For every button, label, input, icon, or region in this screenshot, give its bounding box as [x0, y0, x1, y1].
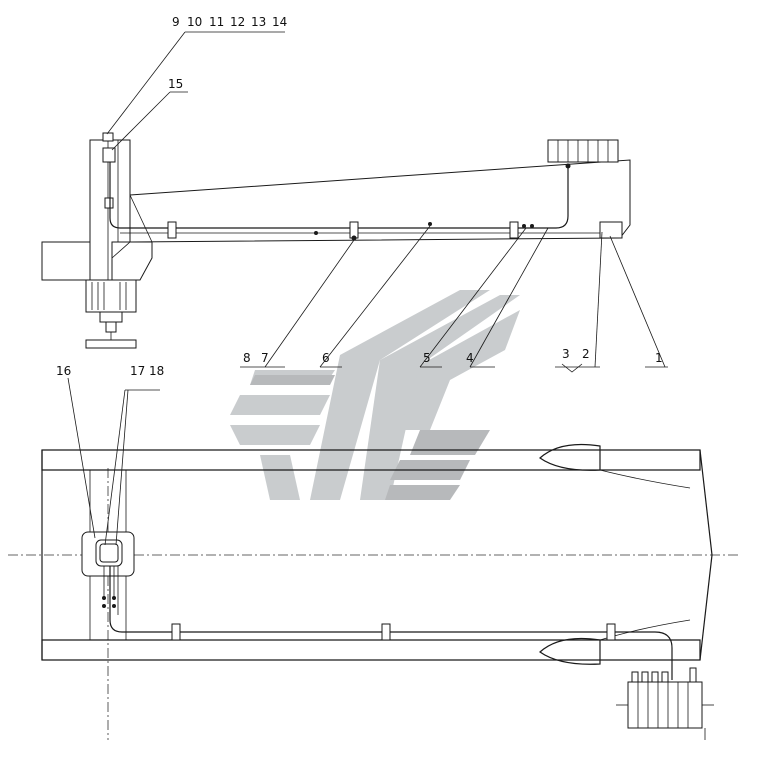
boom-tip	[599, 221, 623, 239]
clamp	[171, 623, 181, 641]
clamp	[381, 623, 391, 641]
elevation-view	[41, 132, 631, 349]
column-fitting	[104, 197, 114, 209]
callout-17: 17	[130, 364, 145, 378]
callout-14: 14	[272, 15, 287, 29]
callout-12: 12	[230, 15, 245, 29]
boom-body	[129, 159, 631, 243]
callout-5: 5	[423, 351, 431, 365]
watermark-logo	[230, 290, 520, 500]
boom-root	[111, 241, 153, 281]
clamp	[606, 623, 616, 641]
callout-4: 4	[466, 351, 474, 365]
callout-16: 16	[56, 364, 71, 378]
callout-10: 10	[187, 15, 202, 29]
callouts-lower: 16 17 18	[56, 364, 164, 546]
callout-6: 6	[322, 351, 330, 365]
clamp	[509, 221, 519, 239]
boom-pipe	[109, 162, 569, 229]
column-valve	[102, 147, 116, 163]
column-cap	[102, 132, 114, 142]
callout-13: 13	[251, 15, 266, 29]
plan-view	[8, 443, 740, 740]
frame-bottom-rail	[41, 639, 701, 661]
clamp	[167, 221, 177, 239]
callout-3: 3	[562, 347, 570, 361]
callout-18: 18	[149, 364, 164, 378]
callout-15: 15	[168, 77, 183, 91]
valve-bank	[547, 139, 619, 163]
callouts-upper: 9 10 11 12 13 14 15 8 7 6 5 4 3 2 1	[106, 15, 668, 373]
slewing-base	[85, 279, 137, 313]
callout-11: 11	[209, 15, 224, 29]
plan-pipe	[109, 566, 673, 680]
callout-9: 9	[172, 15, 180, 29]
outrigger-top	[539, 443, 601, 471]
slewing-joint	[99, 311, 123, 323]
multi-way-valve	[616, 667, 714, 740]
callout-7: 7	[261, 351, 269, 365]
foot-plate	[85, 339, 137, 349]
callout-2: 2	[582, 347, 590, 361]
callout-8: 8	[243, 351, 251, 365]
callout-1: 1	[655, 351, 663, 365]
